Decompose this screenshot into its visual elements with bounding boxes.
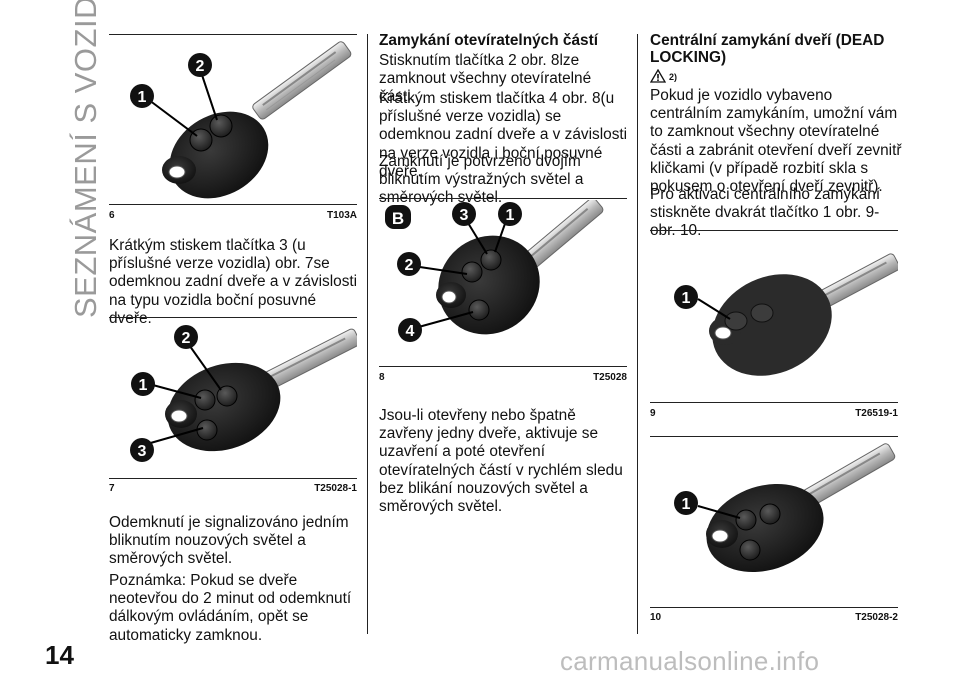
paragraph-lock-confirm: Zamknutí je potvrzeno dvojím bliknutím v… bbox=[379, 153, 584, 207]
column-divider-1 bbox=[367, 34, 368, 634]
callout-1 bbox=[130, 84, 154, 108]
section-title-vertical: SEZNÁMENÍ S VOZIDLEM bbox=[20, 0, 103, 318]
warning-reference: 2) bbox=[650, 69, 710, 85]
paragraph-door-open: Jsou-li otevřeny nebo špatně zavřeny jed… bbox=[379, 407, 623, 516]
figure-10-image: 1 bbox=[674, 443, 896, 573]
svg-text:4: 4 bbox=[406, 323, 415, 340]
page-number: 14 bbox=[45, 640, 74, 670]
figure-7-caption: 7 T25028-1 bbox=[109, 483, 357, 494]
rule-top-fig7 bbox=[109, 317, 357, 318]
heading-locking: Zamykání otevíratelných částí bbox=[379, 32, 598, 49]
svg-text:1: 1 bbox=[682, 290, 691, 307]
figure-6-caption: 6 T103A bbox=[109, 210, 357, 224]
svg-text:2: 2 bbox=[182, 330, 191, 347]
svg-text:3: 3 bbox=[138, 443, 147, 460]
warning-ref-text: 2) bbox=[669, 72, 678, 82]
paragraph-rear-door-unlock: Krátkým stiskem tlačítka 3 (u příslušné … bbox=[109, 237, 358, 327]
paragraph-dead-locking-activate: Pro aktivaci centrálního zamykání stiskn… bbox=[650, 186, 881, 240]
svg-text:1: 1 bbox=[506, 207, 515, 224]
svg-text:B: B bbox=[392, 209, 404, 228]
figure-8-image: B 3 1 2 4 bbox=[385, 200, 604, 342]
section-title-text: SEZNÁMENÍ S VOZIDLEM bbox=[68, 0, 103, 318]
rule-top-fig8 bbox=[379, 198, 627, 199]
rule-fig8 bbox=[379, 366, 627, 367]
watermark-text: carmanualsonline.info bbox=[560, 646, 820, 676]
figure-6-image: 1 2 bbox=[130, 41, 352, 199]
svg-text:1: 1 bbox=[138, 89, 147, 106]
paragraph-lock-all: Stisknutím tlačítka 2 obr. 8lze zamknout… bbox=[379, 52, 592, 106]
svg-text:2: 2 bbox=[405, 257, 414, 274]
rule-fig7 bbox=[109, 478, 357, 479]
figure-9-caption: 9 T26519-1 bbox=[650, 408, 898, 419]
svg-text:1: 1 bbox=[139, 377, 148, 394]
rule-fig6 bbox=[109, 204, 357, 205]
callout-2 bbox=[188, 53, 212, 77]
heading-dead-locking: Centrální zamykání dveří (DEAD LOCKING) bbox=[650, 32, 885, 66]
paragraph-unlock-signal: Odemknutí je signalizováno jedním bliknu… bbox=[109, 514, 349, 568]
figure-code: T103A bbox=[326, 210, 357, 221]
paragraph-lock-rear: Krátkým stiskem tlačítka 4 obr. 8(u přís… bbox=[379, 90, 628, 180]
rule-top-fig10 bbox=[650, 436, 898, 437]
figure-9-image: 1 bbox=[674, 253, 898, 376]
paragraph-dead-locking-info: Pokud je vozidlo vybaveno centrálním zam… bbox=[650, 87, 902, 196]
rule-fig10 bbox=[650, 607, 898, 608]
svg-text:1: 1 bbox=[682, 496, 691, 513]
svg-text:3: 3 bbox=[460, 207, 469, 224]
figure-7-image: 1 2 3 bbox=[130, 325, 357, 462]
figure-10-caption: 10 T25028-2 bbox=[650, 612, 898, 623]
rule-fig9 bbox=[650, 402, 898, 403]
rule-top-col1 bbox=[109, 34, 357, 35]
figure-number: 6 bbox=[109, 210, 115, 221]
figure-8-caption: 8 T25028 bbox=[379, 372, 627, 383]
rule-top-fig9 bbox=[650, 230, 898, 231]
warning-icon bbox=[650, 69, 666, 83]
column-divider-2 bbox=[637, 34, 638, 634]
paragraph-note: Poznámka: Pokud se dveře neotevřou do 2 … bbox=[109, 572, 352, 644]
svg-text:2: 2 bbox=[196, 58, 205, 75]
